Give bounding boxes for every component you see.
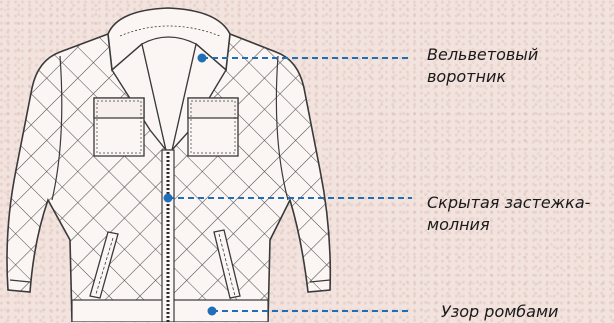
pattern-callout-label: Узор ромбами: [441, 301, 558, 323]
zipper-placket: [162, 150, 174, 322]
collar-label-line-1: Вельветовый: [427, 44, 538, 66]
chest-pocket-right: [188, 98, 238, 156]
zipper-callout-label: Скрытая застежка- молния: [427, 192, 590, 236]
zipper-label-line-2: молния: [427, 214, 590, 236]
zipper-label-line-1: Скрытая застежка-: [427, 192, 590, 214]
chest-pocket-left: [94, 98, 144, 156]
collar-label-line-2: воротник: [427, 66, 538, 88]
collar-callout-label: Вельветовый воротник: [427, 44, 538, 88]
pattern-label-line-1: Узор ромбами: [441, 301, 558, 323]
